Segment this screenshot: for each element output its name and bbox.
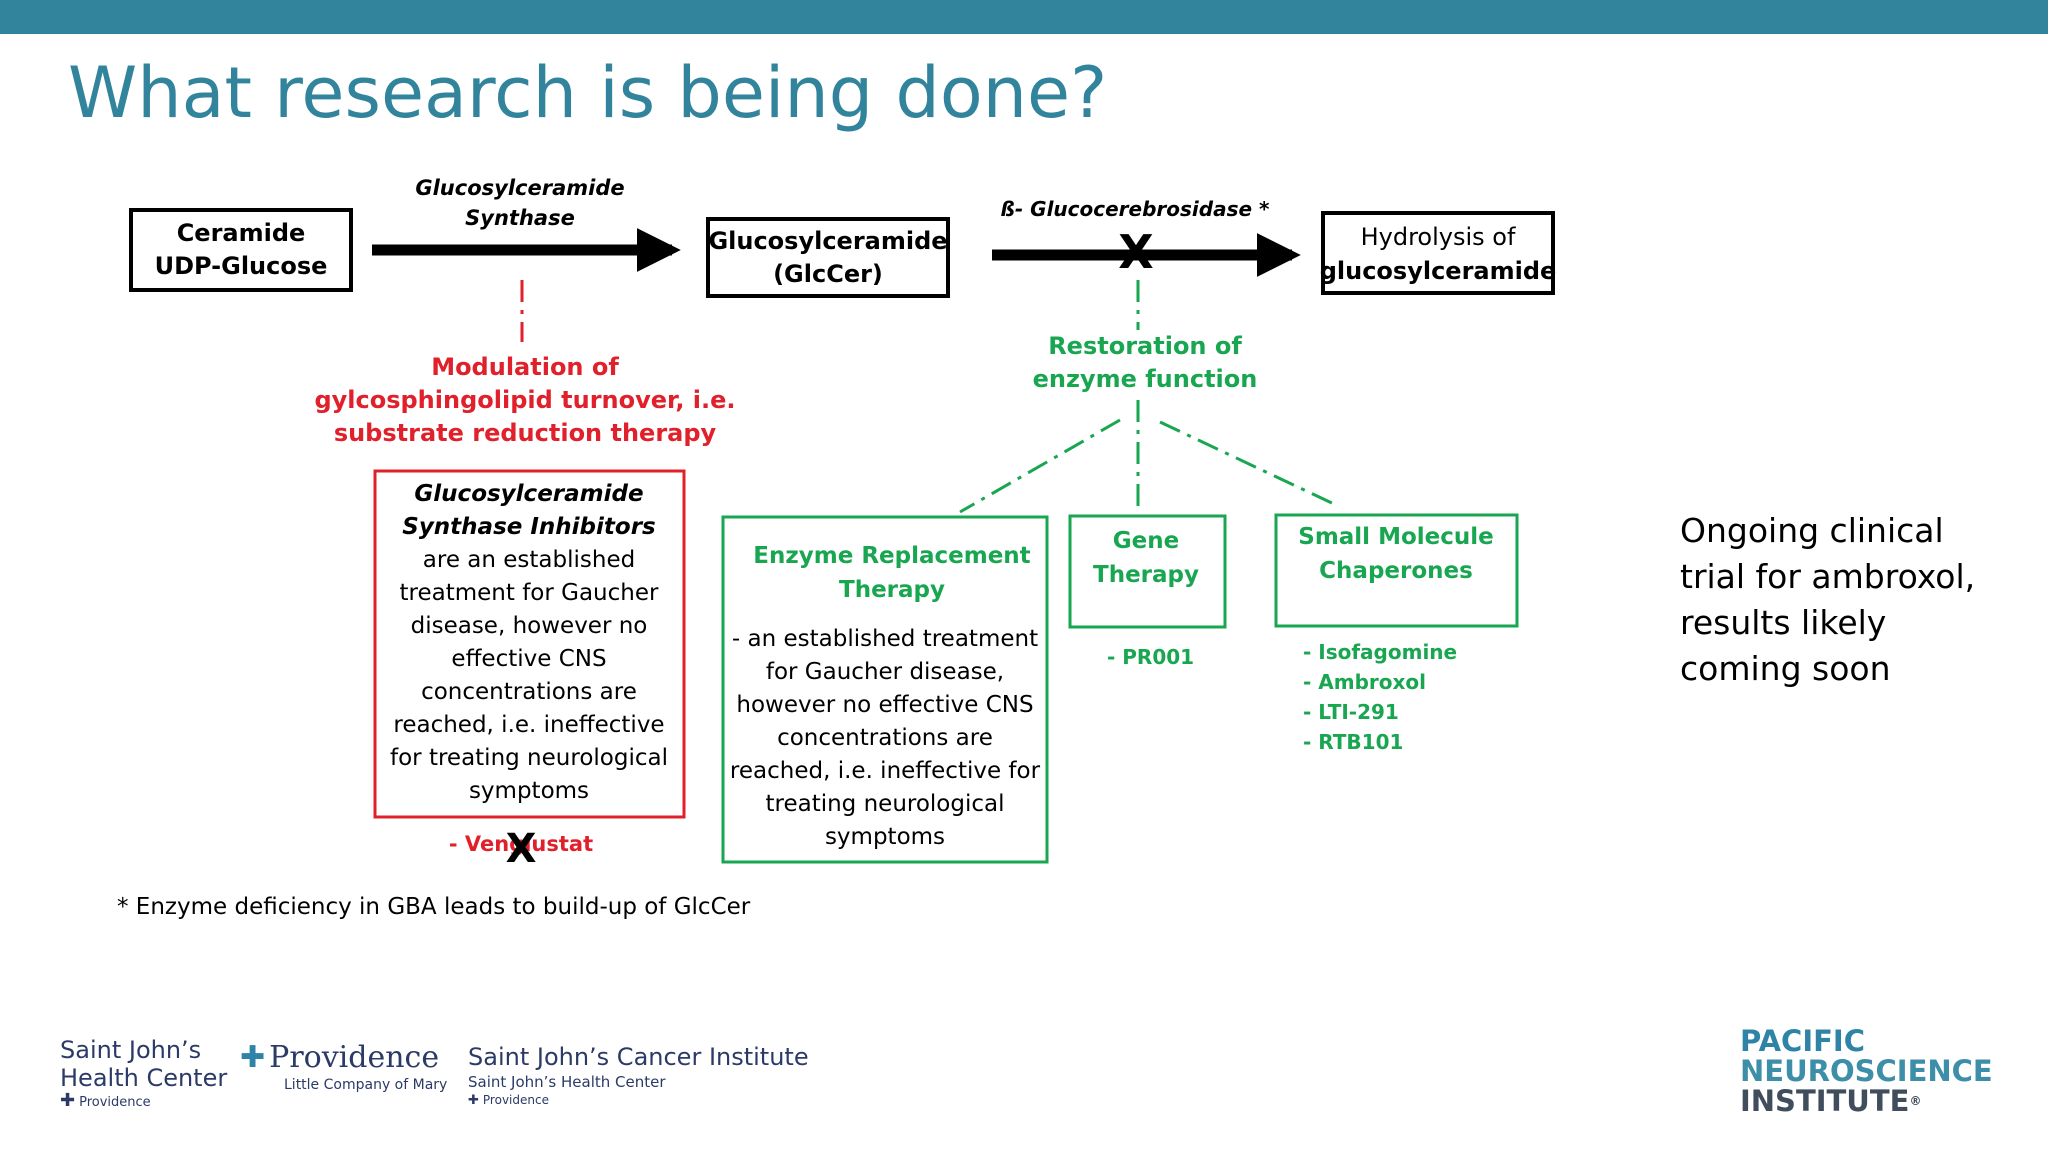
enzyme-block-mark: X — [1118, 225, 1153, 279]
side-note-line-2: trial for ambroxol, — [1680, 557, 1976, 596]
side-note-line-4: coming soon — [1680, 649, 1891, 688]
logo-prov-line-2: Little Company of Mary — [284, 1077, 448, 1093]
logo-pni-line-2: NEUROSCIENCE — [1740, 1054, 1993, 1088]
gsi-body-1: are an established — [423, 547, 635, 573]
logo-sjci-line-1: Saint John’s Cancer Institute — [468, 1043, 809, 1071]
restoration-line-2: enzyme function — [1033, 365, 1258, 393]
logo-providence: ✚Providence Little Company of Mary — [240, 1040, 447, 1094]
providence-cross-icon: ✚ — [60, 1090, 76, 1111]
side-note: Ongoing clinical trial for ambroxol, res… — [1680, 508, 2020, 692]
hydrolysis-box: Hydrolysis of glucosylceramide — [1320, 211, 1557, 295]
restoration-line-1: Restoration of — [1048, 332, 1242, 360]
glccer-line-1: Glucosylceramide — [708, 227, 947, 255]
modulation-line-3: substrate reduction therapy — [334, 419, 717, 447]
logo-sjhc-line-3: Providence — [79, 1095, 151, 1110]
gsi-body-3: disease, however no — [411, 613, 648, 639]
synthase-label-2: Synthase — [465, 206, 575, 230]
enzyme-label: ß- Glucocerebrosidase * — [1001, 197, 1271, 221]
ert-body-1: - an established treatment — [732, 626, 1038, 652]
hydrolysis-line-1: Hydrolysis of — [1361, 223, 1516, 251]
gsi-title-1: Glucosylceramide — [414, 481, 643, 507]
glccer-box: Glucosylceramide (GlcCer) — [706, 217, 950, 298]
ert-title-2: Therapy — [839, 577, 945, 603]
logo-pacific-neuroscience-institute: PACIFIC NEUROSCIENCE INSTITUTE® — [1740, 1026, 1993, 1116]
hydrolysis-line-2: glucosylceramide — [1320, 257, 1557, 285]
gsi-body-8: symptoms — [469, 778, 589, 804]
providence-cross-icon: ✚ — [240, 1040, 266, 1075]
logo-saint-johns-health-center: Saint John’s Health Center ✚Providence — [60, 1036, 227, 1112]
top-banner — [0, 0, 2048, 34]
gsi-drug: - Venglustat — [449, 832, 593, 856]
side-note-line-3: results likely — [1680, 603, 1887, 642]
chaperone-title-1: Small Molecule — [1298, 524, 1494, 550]
logo-pni-line-3: INSTITUTE — [1740, 1084, 1910, 1118]
gsi-body-4: effective CNS — [451, 646, 606, 672]
ert-body-2: for Gaucher disease, — [766, 659, 1004, 685]
logo-sjci-line-3: Providence — [482, 1093, 549, 1107]
ert-body-6: treating neurological — [765, 791, 1004, 817]
chaperone-items: - Isofagomine - Ambroxol - LTI-291 - RTB… — [1303, 640, 1457, 754]
logo-saint-johns-cancer-institute: Saint John’s Cancer Institute Saint John… — [468, 1042, 809, 1109]
logo-pni-registered: ® — [1909, 1094, 1922, 1108]
synthase-arrow: Glucosylceramide Synthase — [372, 176, 681, 272]
logo-sjci-line-2: Saint John’s Health Center — [468, 1073, 666, 1091]
ert-body-3: however no effective CNS — [736, 692, 1033, 718]
gsi-body-2: treatment for Gaucher — [400, 580, 659, 606]
logo-prov-line-1: Providence — [269, 1040, 440, 1075]
providence-cross-icon: ✚ — [468, 1093, 479, 1108]
ceramide-box: Ceramide UDP-Glucose — [129, 208, 353, 292]
logo-pni-line-1: PACIFIC — [1740, 1024, 1865, 1058]
gsi-drug-mark: X — [506, 826, 537, 872]
restoration-connectors — [959, 280, 1337, 514]
modulation-line-2: gylcosphingolipid turnover, i.e. — [314, 386, 735, 414]
logo-sjhc-line-2: Health Center — [60, 1064, 228, 1092]
enzyme-arrow: ß- Glucocerebrosidase * X — [992, 197, 1301, 279]
gsi-body-7: for treating neurological — [390, 745, 668, 771]
ert-title-1: Enzyme Replacement — [753, 543, 1030, 569]
ceramide-line-2: UDP-Glucose — [155, 252, 328, 280]
logo-sjhc-line-1: Saint John’s — [60, 1036, 202, 1064]
chaperone-box: Small Molecule Chaperones — [1274, 513, 1519, 628]
gsi-body-6: reached, i.e. ineffective — [393, 712, 664, 738]
restoration-label: Restoration of enzyme function — [1033, 332, 1258, 393]
chaperone-item-4: - RTB101 — [1303, 730, 1403, 754]
gene-title-2: Therapy — [1093, 562, 1199, 588]
ert-body-5: reached, i.e. ineffective for — [730, 758, 1041, 784]
modulation-label: Modulation of gylcosphingolipid turnover… — [314, 353, 735, 447]
gsi-title-2: Synthase Inhibitors — [402, 514, 655, 540]
synthase-label-1: Glucosylceramide — [415, 176, 624, 200]
ert-body-4: concentrations are — [777, 725, 993, 751]
diagram-footnote: * Enzyme deficiency in GBA leads to buil… — [117, 894, 751, 920]
chaperone-item-2: - Ambroxol — [1303, 670, 1426, 694]
ceramide-line-1: Ceramide — [177, 219, 306, 247]
modulation-line-1: Modulation of — [431, 353, 619, 381]
gene-item-1: - PR001 — [1107, 645, 1194, 669]
gsi-body-5: concentrations are — [421, 679, 637, 705]
slide-title: What research is being done? — [68, 52, 1108, 134]
chaperone-item-1: - Isofagomine — [1303, 640, 1457, 664]
ert-box: Enzyme Replacement Therapy - an establis… — [721, 515, 1049, 864]
gene-title-1: Gene — [1113, 528, 1179, 554]
glccer-line-2: (GlcCer) — [773, 260, 883, 288]
chaperone-title-2: Chaperones — [1319, 558, 1473, 584]
gsi-box: Glucosylceramide Synthase Inhibitors are… — [373, 469, 686, 819]
ert-body-7: symptoms — [825, 824, 945, 850]
side-note-line-1: Ongoing clinical — [1680, 511, 1944, 550]
chaperone-item-3: - LTI-291 — [1303, 700, 1399, 724]
gene-box: Gene Therapy — [1068, 514, 1227, 629]
